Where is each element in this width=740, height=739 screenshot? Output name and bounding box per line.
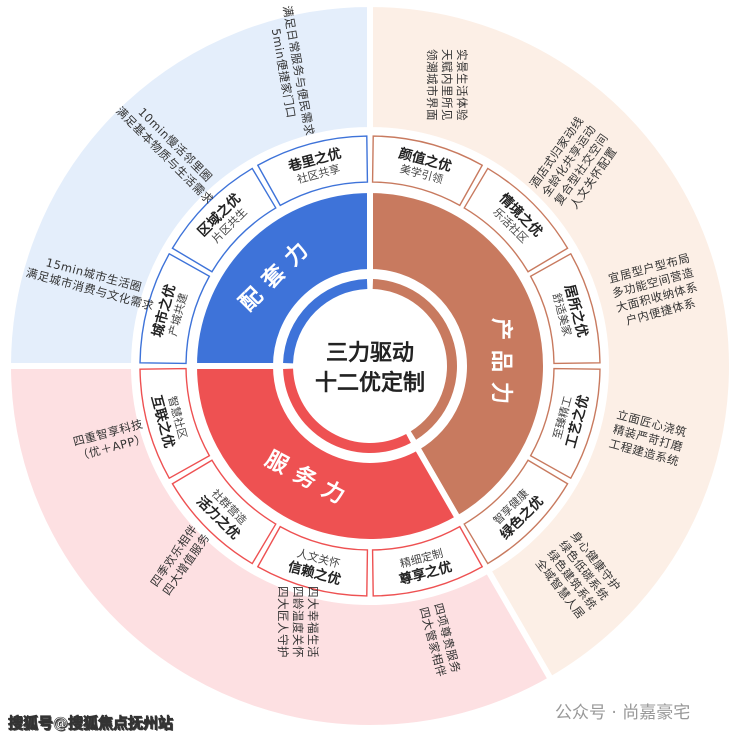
center-circle [296,292,444,440]
pillar-wedge [190,186,373,369]
pillar-orange: 产品力颜值之优美学引领情境之优乐活社区居所之优舒适美家工艺之优至臻精工绿色之优智… [367,0,735,684]
card-frame [139,252,211,365]
watermark-sohu: 搜狐号@搜狐焦点抚州站 [8,714,174,733]
card-frame [529,252,601,365]
card-frame [171,167,277,273]
card-frame [463,167,569,273]
detail-line: 实景生活体验 [455,49,469,121]
card-frame [371,525,484,597]
watermark-wechat: 公众号 · 尚嘉豪宅 [555,703,691,723]
card-frame [139,367,211,480]
card-frame [463,459,569,565]
detail-band [4,0,373,369]
pillar-red: 服务力尊享之优精细定制信赖之优人文关怀活力之优社群营造互联之优智慧社区四项尊贵服… [4,363,556,731]
card-frame [256,525,369,597]
detail-line: 四大匠人守护 [276,586,290,658]
inner-ring-arc [372,279,457,440]
card-frame [529,367,601,480]
detail-line: 领潮城市界面 [425,49,439,121]
detail-line: 天赋内里所见 [440,49,454,121]
pillar-blue: 配套力城市之优产城共建区域之优片区共生巷里之优社区共享15min城市生活圈满足城… [4,0,373,369]
center-title-line1: 三力驱动 [326,341,414,366]
inner-ring-arc [283,279,368,364]
pillar-wedge [367,186,549,523]
detail-band [367,0,735,684]
inner-ring-arc [283,368,411,453]
detail-band [4,363,556,731]
detail-line: 四大幸福生活 [306,586,320,658]
card-frame [371,135,484,207]
pillar-wedge [190,363,463,545]
center-title-line2: 十二优定制 [315,370,425,396]
pillar-label: 产品力 [488,318,513,414]
card-frame [171,459,277,565]
detail-line: 四龄温度关怀 [291,586,305,658]
card-frame [256,135,369,207]
